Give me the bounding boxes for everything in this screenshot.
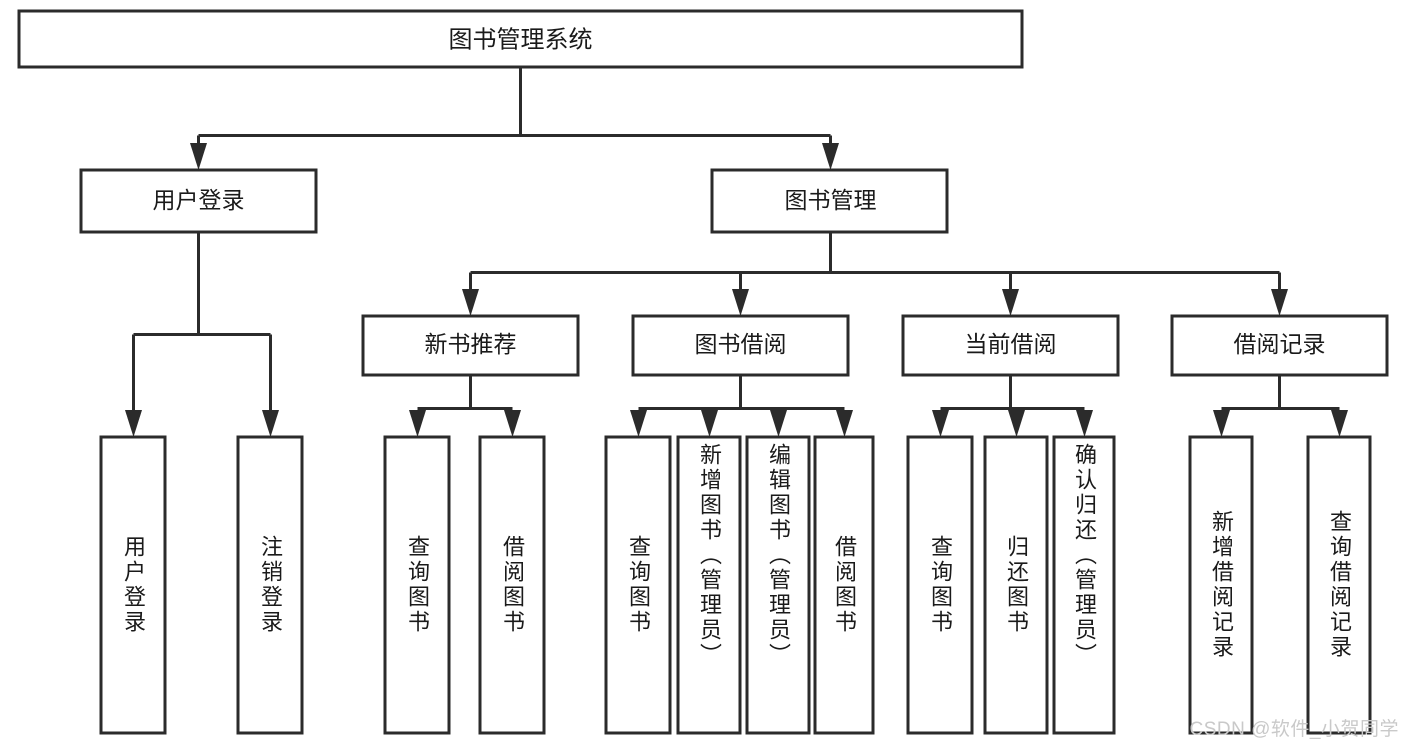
arrow-head-leaf-return-book [1008, 410, 1025, 437]
node-user-login[interactable]: 用户登录 [79, 168, 318, 234]
arrow-head-leaf-add-borrow-record [1213, 410, 1230, 437]
node-leaf-borrow-book-2-box[interactable] [813, 435, 875, 735]
node-leaf-add-borrow-record-box[interactable] [1188, 435, 1254, 735]
node-current-borrow[interactable]: 当前借阅 [901, 314, 1120, 377]
arrow-head-leaf-user-login [125, 410, 142, 437]
node-new-book-rec[interactable]: 新书推荐 [361, 314, 580, 377]
node-leaf-borrow-book-1-box[interactable] [478, 435, 546, 735]
arrow-head-leaf-edit-book-admin [770, 410, 787, 437]
node-book-manage[interactable]: 图书管理 [710, 168, 949, 234]
node-book-manage-box[interactable] [710, 168, 949, 234]
arrow-head-current-borrow [1002, 289, 1019, 316]
edge-group-borrow-record [1213, 375, 1348, 437]
arrow-head-leaf-query-book-1 [409, 410, 426, 437]
arrow-head-borrow-record [1271, 289, 1288, 316]
arrow-head-book-borrow [732, 289, 749, 316]
leaf-boxes [99, 435, 1372, 735]
node-current-borrow-box[interactable] [901, 314, 1120, 377]
arrow-head-leaf-borrow-book-2 [836, 410, 853, 437]
arrow-head-user-login [190, 143, 207, 170]
node-leaf-query-book-1-box[interactable] [383, 435, 451, 735]
node-leaf-user-login-box[interactable] [99, 435, 167, 735]
node-leaf-query-borrow-record-box[interactable] [1306, 435, 1372, 735]
arrow-head-leaf-borrow-book-1 [504, 410, 521, 437]
node-book-borrow-label: 图书借阅 [695, 331, 787, 357]
node-root-label: 图书管理系统 [449, 26, 593, 53]
node-leaf-query-book-2-box[interactable] [604, 435, 672, 735]
edge-group-new-book-rec [409, 375, 521, 437]
arrow-head-book-manage [822, 143, 839, 170]
arrow-head-leaf-user-logout [262, 410, 279, 437]
edge-group-current-borrow [932, 375, 1093, 437]
arrow-head-leaf-add-book-admin [701, 410, 718, 437]
node-leaf-query-book-3-box[interactable] [906, 435, 974, 735]
node-new-book-rec-label: 新书推荐 [425, 331, 517, 357]
node-borrow-record[interactable]: 借阅记录 [1170, 314, 1389, 377]
node-user-login-label: 用户登录 [153, 187, 245, 213]
node-leaf-confirm-return-admin-box[interactable] [1052, 435, 1116, 735]
node-book-borrow[interactable]: 图书借阅 [631, 314, 850, 377]
edge-group-book-borrow [630, 375, 853, 437]
arrow-head-new-book-rec [462, 289, 479, 316]
edge-group-user-login [125, 232, 279, 437]
arrow-head-leaf-query-book-2 [630, 410, 647, 437]
arrow-head-leaf-confirm-return-admin [1076, 410, 1093, 437]
node-leaf-user-logout-box[interactable] [236, 435, 304, 735]
node-leaf-return-book-box[interactable] [983, 435, 1049, 735]
node-root-box[interactable] [17, 9, 1024, 69]
node-leaf-add-book-admin-box[interactable] [676, 435, 742, 735]
node-book-borrow-box[interactable] [631, 314, 850, 377]
arrow-head-leaf-query-borrow-record [1331, 410, 1348, 437]
node-borrow-record-label: 借阅记录 [1234, 331, 1326, 357]
node-book-manage-label: 图书管理 [785, 187, 877, 213]
node-new-book-rec-box[interactable] [361, 314, 580, 377]
arrow-head-leaf-query-book-3 [932, 410, 949, 437]
edge-group-book-manage [462, 232, 1288, 316]
node-root[interactable]: 图书管理系统 [17, 9, 1024, 69]
node-current-borrow-label: 当前借阅 [965, 331, 1057, 357]
node-leaf-edit-book-admin-box[interactable] [745, 435, 811, 735]
edge-group-root [190, 67, 839, 170]
watermark: CSDN @软件_小贺同学 [1189, 719, 1399, 740]
node-borrow-record-box[interactable] [1170, 314, 1389, 377]
node-user-login-box[interactable] [79, 168, 318, 234]
